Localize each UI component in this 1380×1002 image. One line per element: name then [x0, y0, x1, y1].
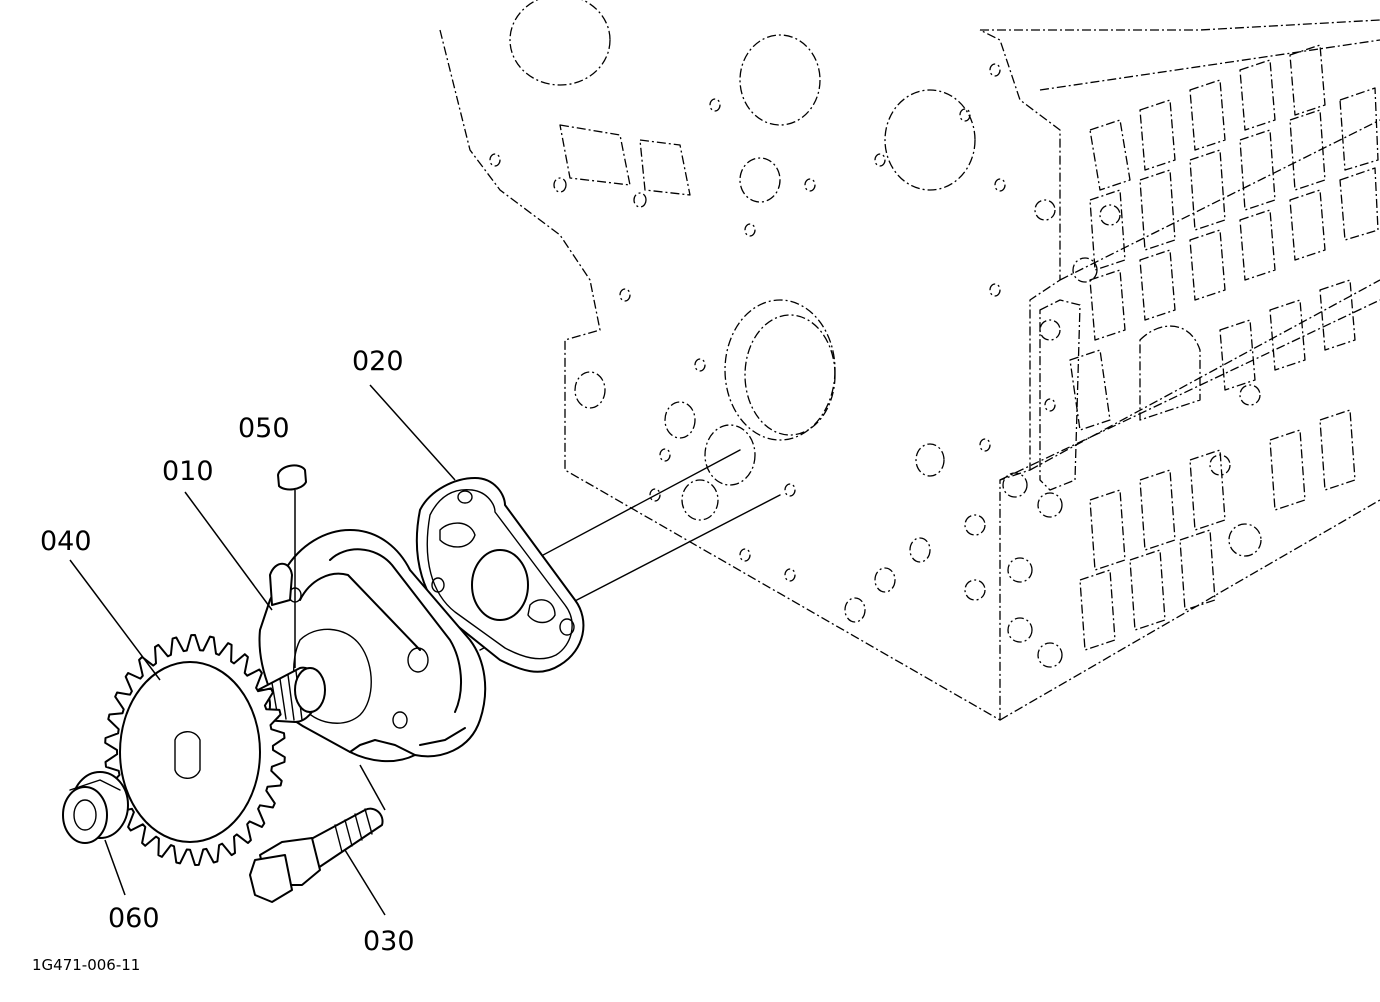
callout-050: 050: [238, 413, 290, 444]
callout-060: 060: [108, 903, 160, 934]
engine-block-outline: [439, 0, 1380, 721]
callout-leaders: [69, 384, 456, 916]
drawing-id: 1G471-006-11: [32, 956, 140, 974]
woodruff-key: [277, 464, 307, 668]
callout-010: 010: [162, 456, 214, 487]
gasket: [415, 477, 585, 673]
callout-040: 040: [40, 526, 92, 557]
callout-020: 020: [352, 346, 404, 377]
drive-gear: [104, 634, 286, 866]
callout-030: 030: [363, 926, 415, 957]
flange-nut: [62, 771, 129, 844]
pump-bolt: [249, 764, 386, 903]
oil-pump-body: [252, 529, 487, 763]
